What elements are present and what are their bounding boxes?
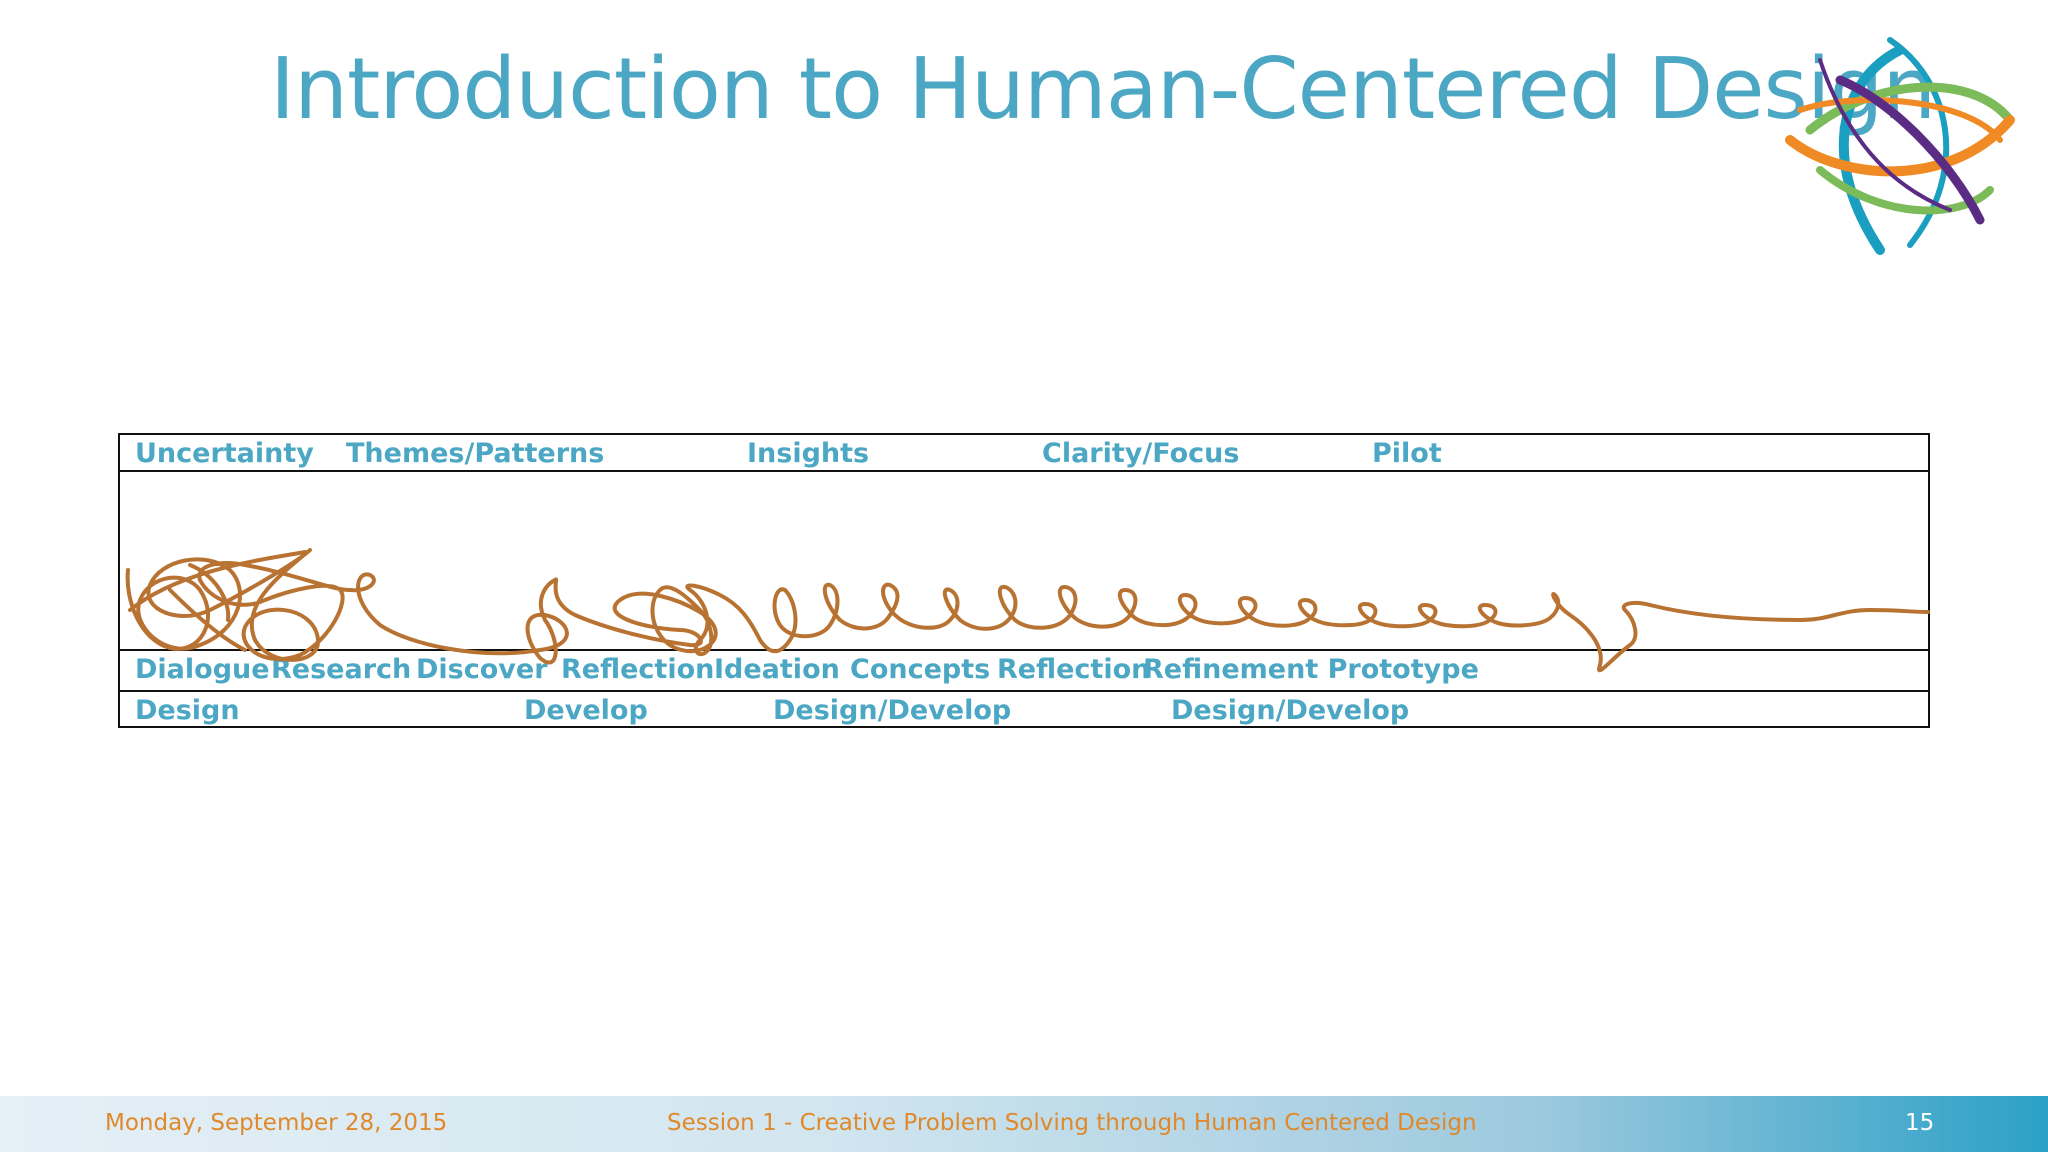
activity-label: Ideation: [714, 654, 840, 685]
footer-session: Session 1 - Creative Problem Solving thr…: [667, 1110, 1477, 1136]
table-border-row2: [118, 649, 1930, 651]
table-border-left: [118, 433, 120, 728]
phase-label: Develop: [524, 695, 648, 726]
stage-label: Pilot: [1372, 438, 1442, 469]
logo-icon: [1785, 37, 2015, 255]
activity-label: Refinement Prototype: [1143, 654, 1479, 685]
table-border-top: [118, 433, 1930, 435]
footer-date: Monday, September 28, 2015: [105, 1110, 448, 1136]
stage-label: Uncertainty: [135, 438, 314, 469]
activity-label: Reflection: [561, 654, 715, 685]
activity-label: Reflection: [997, 654, 1151, 685]
table-border-right: [1928, 433, 1930, 728]
phase-label: Design: [135, 695, 240, 726]
stage-label: Themes/Patterns: [346, 438, 605, 469]
footer-bar: Monday, September 28, 2015 Session 1 - C…: [0, 1096, 2048, 1152]
slide-title: Introduction to Human-Centered Design: [270, 40, 1936, 139]
page-number: 15: [1905, 1110, 1935, 1136]
table-border-row1: [118, 470, 1930, 472]
activity-label: Concepts: [850, 654, 991, 685]
table-border-bottom: [118, 726, 1930, 728]
stage-label: Insights: [747, 438, 870, 469]
phase-label: Design/Develop: [1171, 695, 1410, 726]
phase-label: Design/Develop: [773, 695, 1012, 726]
activity-label: Dialogue: [135, 654, 270, 685]
activity-label: Research: [271, 654, 412, 685]
table-border-row3: [118, 690, 1930, 692]
stage-label: Clarity/Focus: [1042, 438, 1240, 469]
activity-label: Discover: [416, 654, 548, 685]
